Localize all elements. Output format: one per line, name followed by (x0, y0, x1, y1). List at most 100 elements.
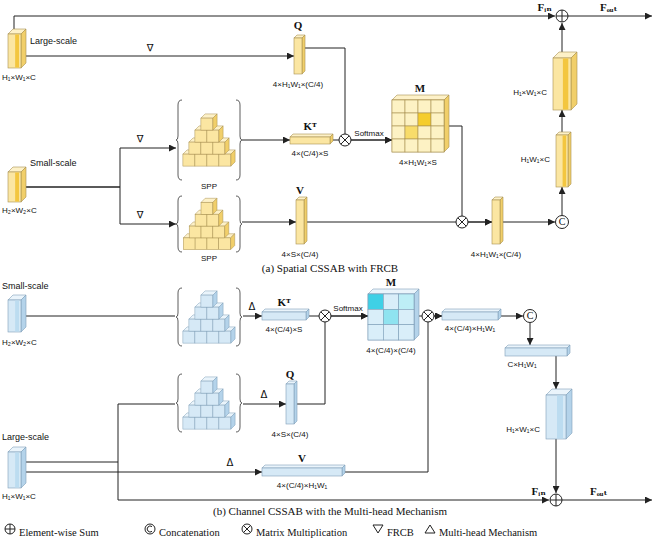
legend-text: Concatenation (159, 527, 220, 538)
feature-cube: Small-scaleH₂×W₂×C (8, 300, 21, 332)
query-tensor: Q4×S×(C/4) (286, 384, 294, 424)
feature-cube-shape (8, 452, 21, 488)
spp-block: SPP (176, 100, 242, 180)
legend-entry: FRCB (387, 522, 414, 539)
spp-pyramid (175, 286, 243, 434)
dimension-label: H₁W₁×C (521, 155, 550, 165)
legend-text: Element-wise Sum (19, 527, 99, 538)
tensor-name: M (386, 276, 396, 289)
concat-tensor: H₁W₁×C (556, 135, 568, 187)
value-tensor: V4×S×(C/4) (296, 200, 304, 244)
feature-cube: Small-scaleH₂×W₂×C (8, 172, 21, 202)
value-tensor: V4×(C/4)×H₁W₁ (262, 468, 342, 476)
flow-arrow (242, 140, 290, 141)
attention-map-shape (368, 294, 414, 340)
node-label: Small-scale (2, 281, 49, 292)
tensor-name: M (415, 82, 425, 95)
multi-head-symbol: Δ (249, 301, 256, 313)
dimension-label: 4×(C/4)×H₁W₁ (445, 324, 495, 334)
feature-cube-shape (8, 172, 21, 202)
multi-head-symbol: Δ (261, 389, 268, 401)
tensor-name: Q (286, 368, 295, 381)
key-tensor: Kᵀ4×(C/4)×S (262, 312, 306, 320)
output-line (562, 23, 563, 52)
dimension-label: 4×S×(C/4) (272, 430, 309, 440)
residual-label: Fᵢₙ (538, 1, 552, 14)
residual-label: Fᵢₙ (532, 485, 546, 498)
dimension-label: H₁×W₁×C (2, 492, 36, 502)
feature-cube: Large-scaleH₁×W₁×C (8, 452, 21, 488)
attention-map-shape (392, 100, 444, 152)
dimension-label: 4×H₁W₁×(C/4) (471, 250, 521, 260)
concat-tensor-shape (505, 348, 567, 356)
spp-block-shape (176, 100, 242, 180)
dimension-label: 4×(C/4)×H₁W₁ (277, 481, 327, 491)
tensor-name: Kᵀ (304, 120, 317, 133)
node-label: Large-scale (2, 432, 49, 443)
query-tensor: Q4×H₁W₁×(C/4) (294, 38, 302, 74)
concat-tensor: C×H₁W₁ (505, 348, 567, 356)
feature-cube: Large-scaleH₁×W₁×C (8, 34, 21, 68)
value-tensor-shape (296, 200, 304, 244)
legend-entry: Multi-head Mechanism (439, 522, 537, 539)
flow-arrow (21, 472, 262, 473)
matmul-symbol (319, 134, 468, 322)
output-line (562, 500, 652, 501)
flow-arrow (498, 316, 523, 317)
panel-caption: (a) Spatial CSSAB with FRCB (262, 262, 398, 275)
dimension-label: SPP (201, 182, 217, 192)
tensor-name: V (298, 452, 306, 465)
flow-arrow (530, 323, 531, 345)
softmax-label: Softmax (333, 304, 362, 314)
feature-cube-shape (8, 34, 21, 68)
softmax-label: Softmax (354, 129, 383, 139)
key-tensor: Kᵀ4×(C/4)×S (290, 137, 330, 144)
flow-arrow (21, 56, 294, 57)
frcb-symbol: ∇ (137, 209, 144, 221)
query-tensor-shape (294, 38, 302, 74)
node-label: Large-scale (30, 36, 77, 47)
dimension-label: H₁×W₁×C (2, 73, 36, 83)
output-cube: H₁×W₁×C (553, 58, 571, 110)
legend-entry: Element-wise Sum (19, 522, 99, 539)
multi-head-symbol: Δ (227, 457, 234, 469)
dimension-label: 4×H₁W₁×S (399, 158, 437, 168)
output-cube-shape (546, 395, 566, 439)
flow-arrow (21, 187, 176, 224)
node-label: C (527, 311, 534, 321)
key-tensor-shape (262, 312, 306, 320)
frcb-symbol: ∇ (137, 133, 144, 145)
node-label: Small-scale (30, 158, 77, 169)
flow-arrow (21, 148, 176, 187)
flow-arrow (21, 404, 286, 462)
tensor-name: V (296, 184, 304, 197)
flow-arrow (444, 126, 492, 222)
flow-arrow (294, 316, 368, 404)
flow-arrow (562, 187, 563, 215)
value-tensor-shape (262, 468, 342, 476)
legend-text: Matrix Multiplication (256, 527, 347, 538)
head-output: 4×H₁W₁×(C/4) (492, 200, 500, 244)
head-output-shape (442, 312, 498, 320)
dimension-label: 4×(C/4)×(C/4) (366, 346, 415, 356)
legend-entry: Concatenation (159, 522, 220, 539)
flow-arrow (500, 222, 555, 223)
dimension-label: H₁×W₁×C (506, 425, 540, 435)
legend-entry: Matrix Multiplication (256, 522, 347, 539)
flow-arrow (556, 356, 557, 389)
dimension-label: H₂×W₂×C (2, 338, 37, 348)
residual-line (118, 462, 549, 500)
query-tensor-shape (286, 384, 294, 424)
output-cube-shape (553, 58, 571, 110)
spp-block: SPP (176, 196, 242, 252)
dimension-label: C×H₁W₁ (507, 360, 536, 370)
attention-map: M4×H₁W₁×S (392, 100, 444, 152)
concat-circle: C (555, 215, 569, 229)
concat-tensor-shape (556, 135, 568, 187)
panel-caption: (b) Channel CSSAB with the Multi-head Me… (213, 505, 447, 518)
dimension-label: 4×(C/4)×S (292, 149, 329, 159)
frcb-symbol: ∇ (147, 42, 154, 54)
dimension-label: H₁×W₁×C (513, 88, 547, 98)
concat-circle: C (523, 309, 537, 323)
head-output: 4×(C/4)×H₁W₁ (442, 312, 498, 320)
